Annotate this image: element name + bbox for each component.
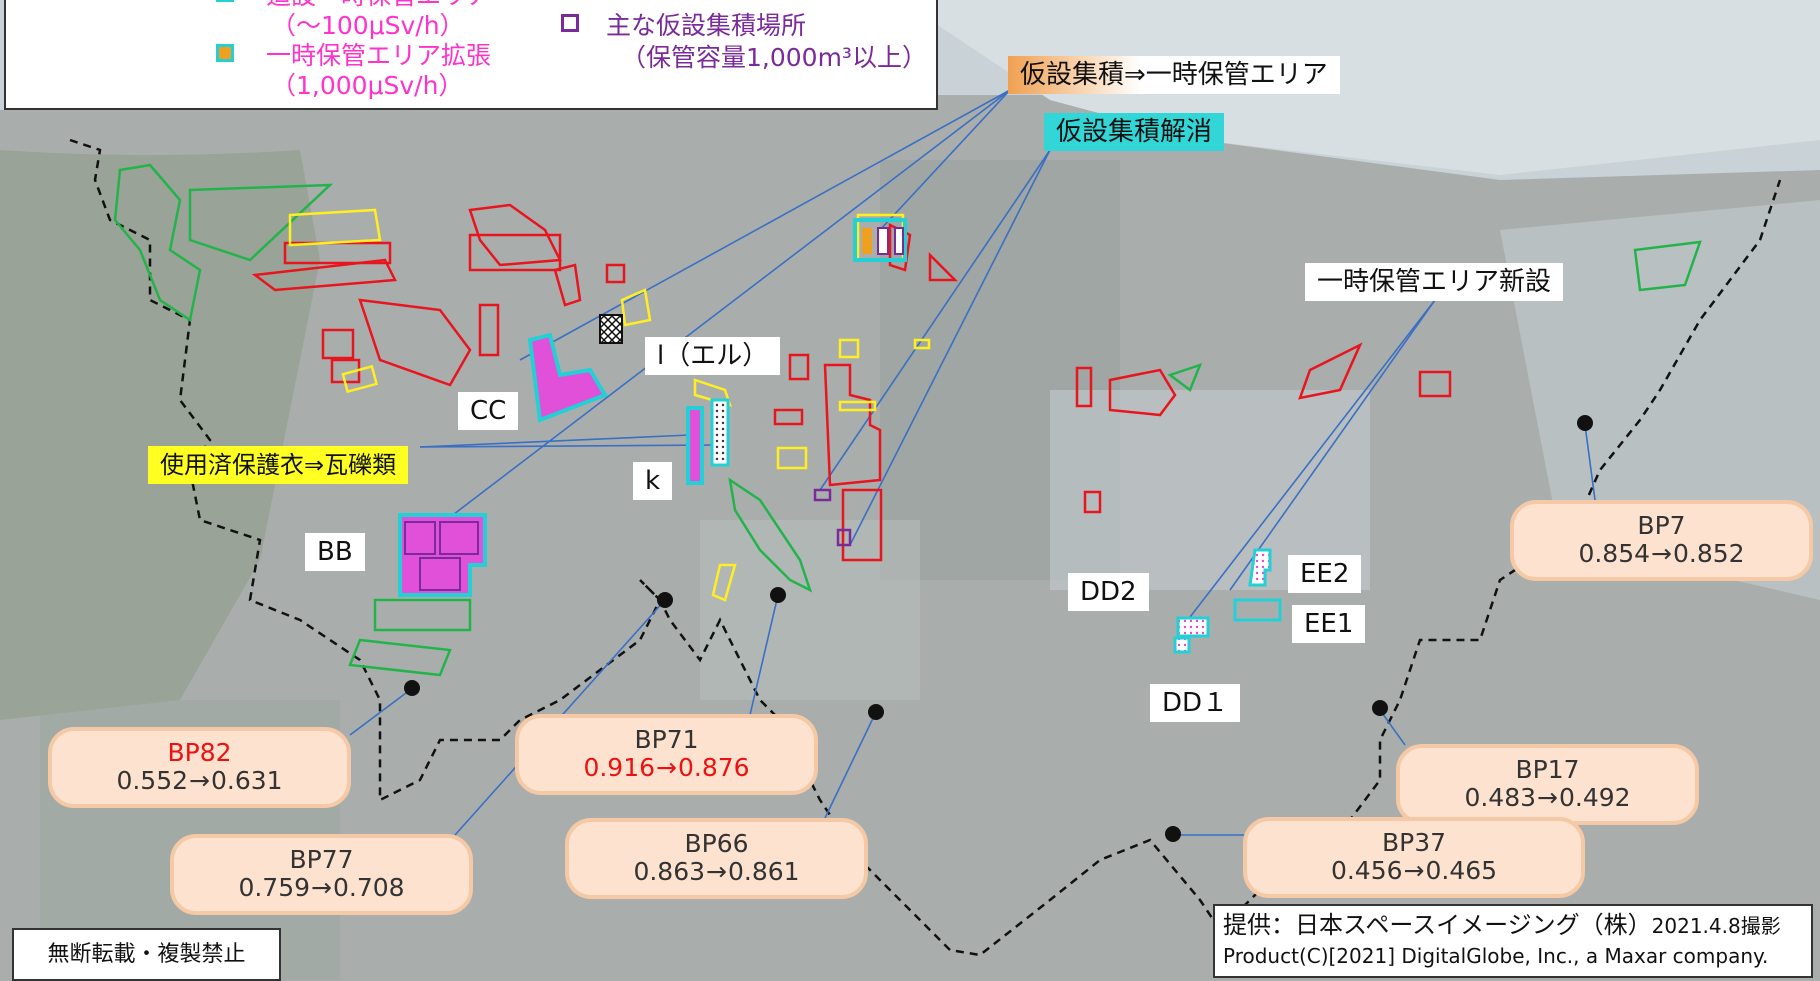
callout-new-storage: 一時保管エリア新設 bbox=[1305, 263, 1564, 301]
legend-box: 追設一時保管エリア （～100μSv/h） 一時保管エリア拡張 （1,000μS… bbox=[4, 0, 938, 110]
bp-values: 0.456→0.465 bbox=[1330, 856, 1498, 885]
bp-values: 0.854→0.852 bbox=[1578, 539, 1745, 568]
bp-values: 0.863→0.861 bbox=[633, 857, 800, 886]
bp-box-bp17: BP17 0.483→0.492 bbox=[1396, 744, 1699, 825]
green-areas bbox=[113, 163, 1702, 677]
no-reproduction-notice: 無断転載・複製禁止 bbox=[12, 928, 281, 981]
legend-orange-sub: （1,000μSv/h） bbox=[271, 71, 464, 100]
area-label-bb: BB bbox=[305, 533, 365, 571]
area-label-k: k bbox=[633, 462, 673, 500]
bp-box-bp82: BP82 0.552→0.631 bbox=[48, 727, 351, 808]
bp-id: BP71 bbox=[634, 725, 699, 754]
credit-line1: 提供：日本スペースイメージング（株）2021.4.8撮影 bbox=[1223, 911, 1781, 939]
monitoring-post-dots bbox=[404, 415, 1593, 842]
legend-swatch-orange bbox=[216, 44, 234, 62]
bp-values: 0.916→0.876 bbox=[583, 753, 750, 782]
bp-box-bp7: BP7 0.854→0.852 bbox=[1510, 500, 1813, 581]
area-label-ee1: EE1 bbox=[1292, 605, 1366, 643]
site-boundary bbox=[69, 138, 1782, 957]
area-label-dd1: DD１ bbox=[1150, 684, 1241, 722]
bp-id: BP37 bbox=[1381, 828, 1447, 857]
cyan-storage-areas bbox=[398, 218, 1282, 654]
legend-purple-sub: （保管容量1,000m³以上） bbox=[621, 43, 927, 72]
callout-lines bbox=[349, 89, 1596, 836]
legend-orange-label: 一時保管エリア拡張 bbox=[266, 41, 492, 70]
purple-sites bbox=[813, 488, 852, 547]
bp-box-bp37: BP37 0.456→0.465 bbox=[1243, 817, 1585, 898]
bp-values: 0.552→0.631 bbox=[116, 766, 283, 795]
bp-values: 0.759→0.708 bbox=[238, 873, 405, 902]
bp-id: BP17 bbox=[1515, 755, 1580, 784]
bp-id: BP7 bbox=[1637, 511, 1686, 540]
area-label-cc: CC bbox=[458, 392, 519, 430]
bp-box-bp71: BP71 0.916→0.876 bbox=[515, 714, 818, 795]
area-label-l: l（エル） bbox=[645, 337, 781, 375]
bp-id: BP66 bbox=[684, 829, 749, 858]
legend-magenta-sub: （～100μSv/h） bbox=[271, 11, 465, 40]
area-label-ee2: EE2 bbox=[1288, 555, 1362, 593]
callout-temp-cleared: 仮設集積解消 bbox=[1044, 113, 1225, 151]
bp-values: 0.483→0.492 bbox=[1464, 783, 1631, 812]
image-credit: 提供：日本スペースイメージング（株）2021.4.8撮影 Product(C)[… bbox=[1213, 904, 1813, 978]
bp-id: BP82 bbox=[167, 738, 232, 767]
legend-purple-label: 主な仮設集積場所 bbox=[606, 11, 807, 40]
area-label-dd2: DD2 bbox=[1068, 573, 1149, 611]
callout-used-clothing: 使用済保護衣⇒瓦礫類 bbox=[148, 446, 409, 484]
credit-line2: Product(C)[2021] DigitalGlobe, Inc., a M… bbox=[1223, 944, 1769, 968]
legend-swatch-purple bbox=[561, 14, 579, 32]
bp-box-bp77: BP77 0.759→0.708 bbox=[170, 834, 473, 915]
bp-box-bp66: BP66 0.863→0.861 bbox=[565, 818, 868, 899]
legend-magenta-label: 追設一時保管エリア bbox=[266, 0, 491, 12]
yellow-areas bbox=[288, 208, 931, 602]
callout-temp-to-storage: 仮設集積⇒一時保管エリア bbox=[1008, 56, 1340, 94]
bp-id: BP77 bbox=[289, 845, 354, 874]
legend-swatch-magenta bbox=[216, 0, 234, 2]
